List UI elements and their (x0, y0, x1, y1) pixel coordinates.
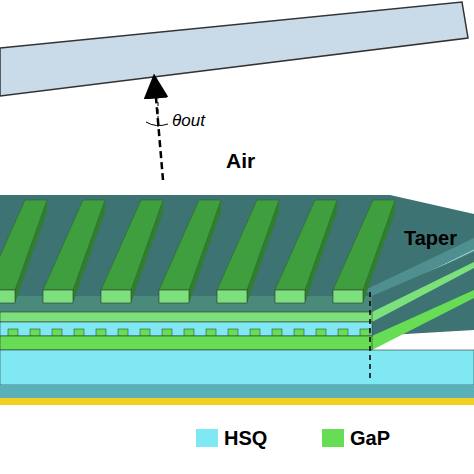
grating-tooth (184, 329, 194, 336)
taper-boundary (369, 292, 371, 382)
legend-text: HSQ (224, 428, 267, 448)
grating-tooth (30, 329, 40, 336)
gap-layer (0, 312, 372, 322)
grating-tooth (206, 329, 216, 336)
grating-bar-top (159, 200, 221, 290)
grating-tooth (360, 329, 370, 336)
optical-fiber (0, 2, 468, 96)
grating-tooth (162, 329, 172, 336)
grating-tooth (52, 329, 62, 336)
grating-tooth (96, 329, 106, 336)
grating-tooth (140, 329, 150, 336)
bottom-layer (0, 385, 474, 398)
legend-swatch (322, 429, 344, 447)
grating-bar-top (275, 200, 337, 290)
grating-bar-top (101, 200, 163, 290)
grating-bar-top (217, 200, 279, 290)
grating-bar-front (0, 290, 15, 303)
grating-tooth (228, 329, 238, 336)
grating-bar-front (275, 290, 305, 303)
grating-bar-front (43, 290, 73, 303)
grating-bar-front (217, 290, 247, 303)
gap-layer (0, 336, 372, 350)
legend-swatch (196, 429, 218, 447)
grating-bar-top (0, 200, 47, 290)
medium-label: Air (226, 150, 255, 171)
grating-tooth (250, 329, 260, 336)
gold-mirror (0, 398, 474, 405)
output-arrow (155, 86, 163, 180)
grating-tooth (316, 329, 326, 336)
hsq-substrate (0, 350, 474, 385)
angle-label: θout (172, 112, 205, 129)
grating-tooth (272, 329, 282, 336)
grating-tooth (294, 329, 304, 336)
taper-gap-layer (372, 290, 474, 350)
grating-bar-front (159, 290, 189, 303)
region-label: Taper (404, 228, 457, 248)
grating-bar-top (333, 200, 395, 290)
grating-tooth (74, 329, 84, 336)
grating-bar-top (43, 200, 105, 290)
grating-bar-front (101, 290, 131, 303)
grating-bar-front (333, 290, 363, 303)
grating-tooth (338, 329, 348, 336)
legend-text: GaP (350, 428, 390, 448)
grating-tooth (8, 329, 18, 336)
hsq-layer (0, 322, 372, 336)
grating-tooth (118, 329, 128, 336)
angle-arc (146, 122, 168, 126)
